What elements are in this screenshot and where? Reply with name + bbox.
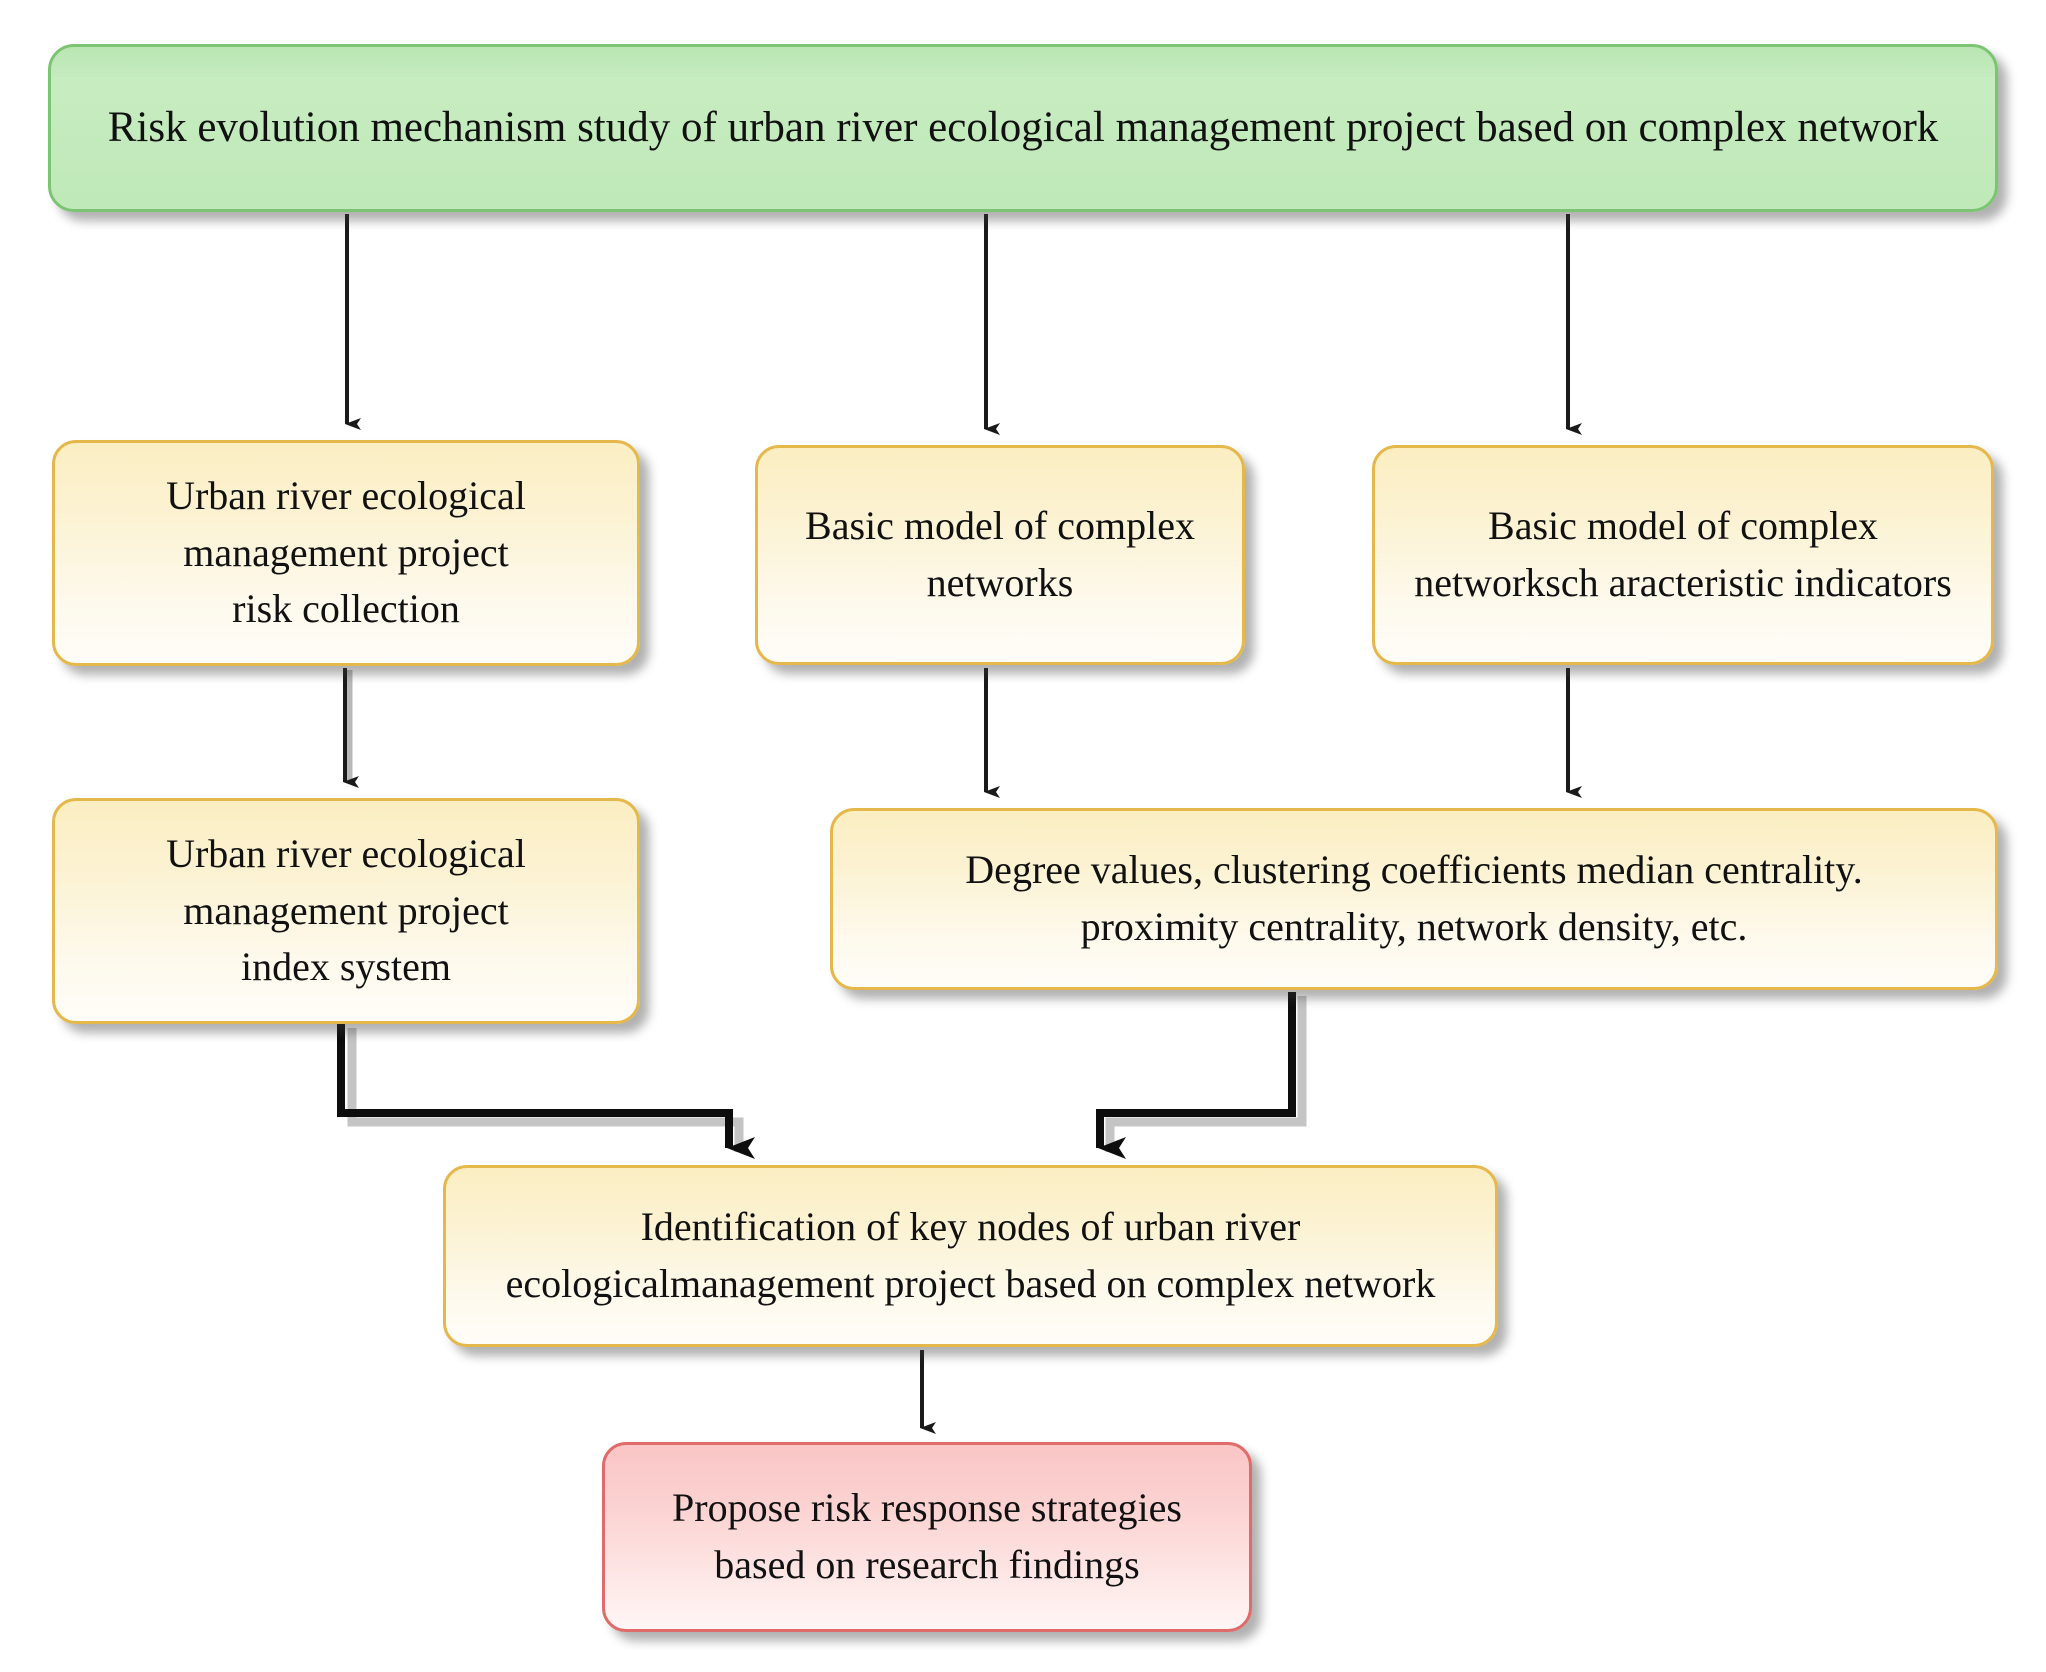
node-characteristic-indicators[interactable]: Basic model of complex networksch aracte…	[1372, 445, 1994, 665]
node-characteristic-indicators-label: Basic model of complex networksch aracte…	[1414, 503, 1952, 605]
node-basic-model[interactable]: Basic model of complex networks	[755, 445, 1245, 665]
node-metrics-label: Degree values, clustering coefficients m…	[965, 847, 1863, 949]
node-risk-response-label: Propose risk response strategies based o…	[672, 1485, 1182, 1587]
connector-index-system-to-key-nodes	[337, 1024, 755, 1159]
node-risk-response[interactable]: Propose risk response strategies based o…	[602, 1442, 1252, 1632]
node-title[interactable]: Risk evolution mechanism study of urban …	[48, 44, 1998, 212]
node-key-nodes[interactable]: Identification of key nodes of urban riv…	[443, 1165, 1498, 1347]
connector-risk-collection-to-index-system	[343, 668, 359, 788]
node-basic-model-label: Basic model of complex networks	[805, 503, 1195, 605]
node-metrics[interactable]: Degree values, clustering coefficients m…	[830, 808, 1998, 990]
node-title-label: Risk evolution mechanism study of urban …	[107, 104, 1939, 152]
node-risk-collection[interactable]: Urban river ecological management projec…	[52, 440, 640, 666]
node-index-system-label: Urban river ecological management projec…	[166, 830, 526, 990]
node-key-nodes-label: Identification of key nodes of urban riv…	[505, 1204, 1436, 1306]
node-risk-collection-label: Urban river ecological management projec…	[166, 472, 526, 632]
connector-metrics-to-key-nodes	[1096, 992, 1307, 1159]
node-index-system[interactable]: Urban river ecological management projec…	[52, 798, 640, 1024]
